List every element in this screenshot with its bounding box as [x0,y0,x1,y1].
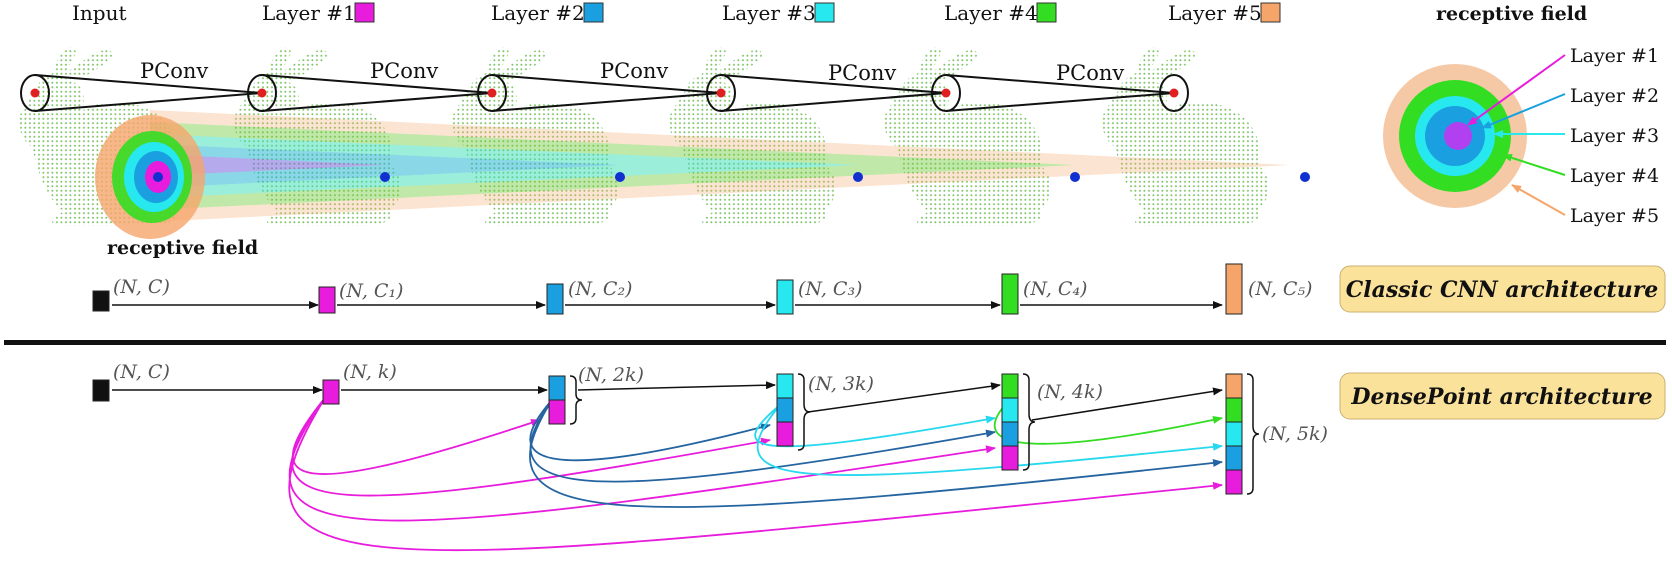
swatch-layer-3 [814,2,835,23]
receptive-field-legend: receptive field Layer #1 Layer #2 Layer … [1383,3,1659,227]
dense-shape-3: (N, 3k) [808,373,874,395]
pconv-label: PConv [828,61,896,85]
shape-label-5: (N, C₅) [1248,278,1312,300]
densepoint-row: (N, C) (N, k) (N, 2k) (N, 3k) (N, 4k) (N… [92,361,1666,552]
swatch-layer-5 [1260,2,1281,23]
receptive-field-disk [95,115,205,239]
feature-block-layer-2 [546,283,564,315]
layer-header-1: Layer #1 [262,1,356,25]
legend-label-1: Layer #1 [1570,45,1659,67]
dense-shape-2: (N, 2k) [578,364,644,386]
shape-label-4: (N, C₄) [1023,278,1087,300]
feature-block-input [92,290,110,312]
swatch-layer-1 [354,2,375,23]
pconv-label: PConv [140,59,208,83]
feature-block-layer-1 [318,286,336,314]
receptive-field-caption: receptive field [107,237,258,259]
layer-header-2: Layer #2 [491,1,585,25]
pconv-connections [20,74,1189,112]
center-points [380,172,1310,182]
swatch-layer-2 [583,2,604,23]
feature-block-layer-5 [1225,263,1243,315]
receptive-field-cones [150,110,1290,222]
legend-label-4: Layer #4 [1570,165,1659,187]
pconv-label: PConv [1056,61,1124,85]
feature-block-layer-3 [776,279,794,315]
legend-label-3: Layer #3 [1570,125,1659,147]
dense-blocks [92,373,1243,495]
section-divider [4,340,1666,345]
layer-headers: Input Layer #1 Layer #2 Layer #3 Layer #… [72,1,1281,25]
input-label: Input [72,1,127,25]
swatch-layer-4 [1036,2,1057,23]
layer-header-3: Layer #3 [722,1,816,25]
legend-title: receptive field [1436,3,1587,25]
shape-label-input: (N, C) [113,276,170,298]
dense-shape-input: (N, C) [113,361,170,383]
densepoint-panel [1339,372,1666,420]
feature-block-layer-4 [1001,273,1019,315]
bunny-layer-4 [884,47,1051,226]
shape-label-1: (N, C₁) [339,280,403,302]
classic-cnn-label: Classic CNN architecture [1346,277,1659,303]
pconv-label: PConv [370,59,438,83]
dense-shape-4: (N, 4k) [1037,381,1103,403]
rf-points [30,88,1179,98]
bunny-layer-5 [1102,47,1269,226]
pconv-labels: PConv PConv PConv PConv PConv [140,59,1124,85]
densepoint-label: DensePoint architecture [1350,384,1652,410]
classic-cnn-row: (N, C) (N, C₁) (N, C₂) (N, C₃) (N, C₄) (… [92,263,1666,315]
concat-braces [569,373,1260,495]
dense-shape-1: (N, k) [343,361,397,383]
pconv-label: PConv [600,59,668,83]
dense-shape-5: (N, 5k) [1262,423,1328,445]
legend-label-2: Layer #2 [1570,85,1659,107]
classic-cnn-panel [1339,265,1666,313]
legend-label-5: Layer #5 [1570,205,1659,227]
shape-label-2: (N, C₂) [568,278,632,300]
shape-label-3: (N, C₃) [798,278,862,300]
layer-header-4: Layer #4 [944,1,1038,25]
layer-header-5: Layer #5 [1168,1,1262,25]
